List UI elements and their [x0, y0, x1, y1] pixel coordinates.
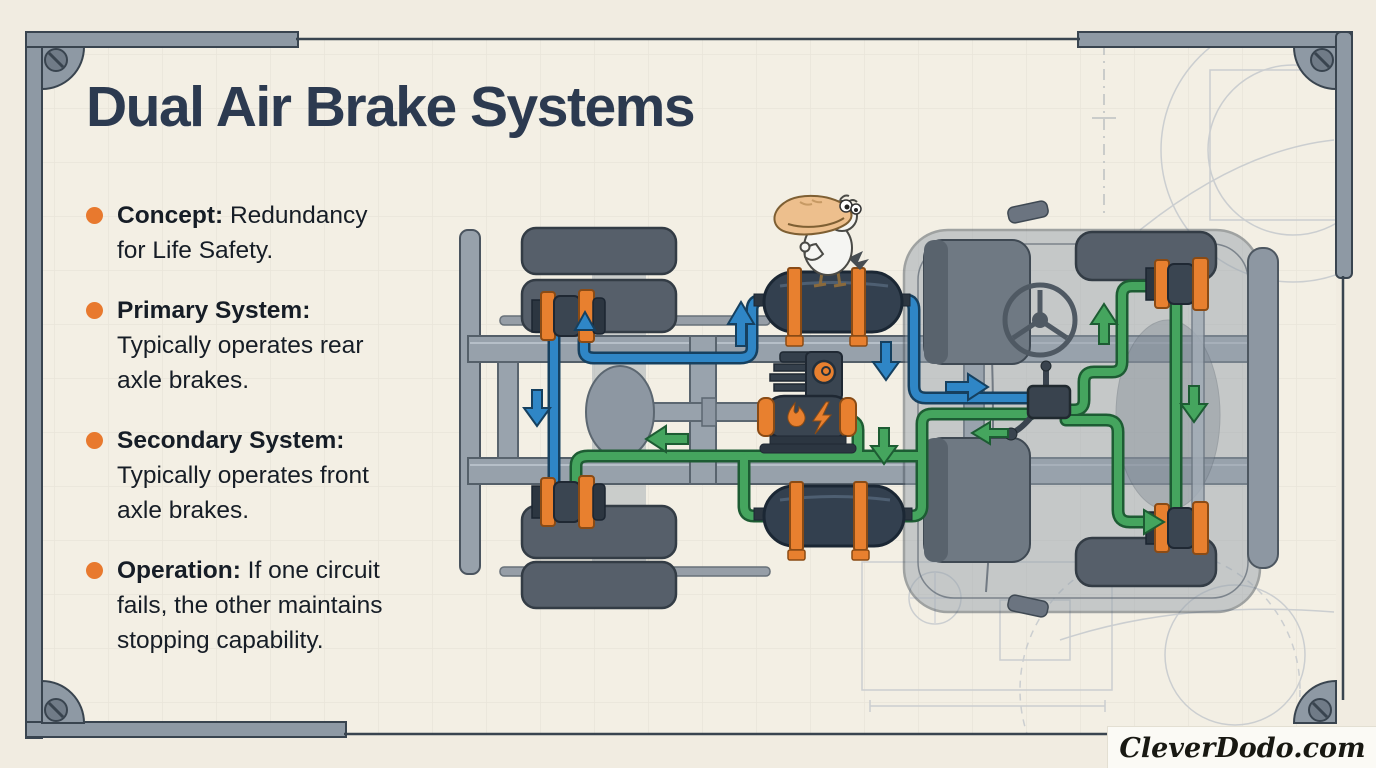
tank-strap	[787, 267, 802, 337]
key-points-list: Concept: Redundancy for Life Safety. Pri…	[86, 198, 388, 683]
secondary-flow-arrows	[644, 302, 1209, 536]
frame-bar-bottom-left	[25, 721, 347, 738]
rear-dual-wheels	[520, 226, 678, 610]
compressor-body	[762, 394, 854, 440]
bullet-label: Primary System:	[117, 297, 311, 324]
front-bumper	[1247, 247, 1279, 569]
secondary-air-tank	[753, 481, 913, 561]
steering-wheel	[1002, 282, 1078, 358]
bullet-text: Typically operates front axle brakes.	[117, 462, 369, 524]
bullet-label: Concept:	[117, 202, 224, 229]
bullet-label: Operation:	[117, 557, 241, 584]
compressor-head-fins	[769, 351, 835, 392]
tank-strap	[851, 267, 866, 337]
rear-brake-chamber-top	[531, 289, 606, 343]
mirror-bottom	[1007, 594, 1049, 618]
foot-valve	[1004, 360, 1072, 441]
lightning-icon	[812, 401, 833, 435]
mirror-top	[1007, 200, 1049, 224]
list-item: Concept: Redundancy for Life Safety.	[86, 198, 388, 268]
list-item: Operation: If one circuit fails, the oth…	[86, 553, 388, 658]
rear-brake-chamber-bottom	[531, 475, 606, 529]
differential	[585, 365, 655, 459]
bullet-text: If one circuit fails, the other maintain…	[117, 557, 383, 654]
frame-bar-top-left	[25, 31, 299, 48]
corner-screws	[44, 48, 1334, 722]
fire-icon	[787, 401, 806, 427]
site-name: CleverDodo.com	[1119, 732, 1366, 764]
gauge-icon	[811, 359, 837, 385]
u-joint	[701, 397, 717, 427]
bullet-label: Secondary System:	[117, 427, 345, 454]
air-compressor	[757, 351, 857, 454]
primary-air-tank	[753, 267, 911, 347]
frame-bar-left	[25, 31, 43, 739]
tank-strap	[853, 481, 868, 551]
front-brake-chamber-top	[1145, 257, 1209, 311]
bullet-dot	[86, 207, 103, 224]
bullet-dot	[86, 562, 103, 579]
primary-flow-arrows	[522, 300, 990, 428]
bullet-text: Redundancy for Life Safety.	[117, 202, 368, 264]
dodo-mascot	[773, 194, 869, 288]
cross-member	[497, 361, 519, 459]
secondary-circuit-lines	[569, 279, 1183, 529]
rear-bumper	[459, 229, 481, 575]
tank-strap	[789, 481, 804, 551]
site-watermark: CleverDodo.com	[1107, 726, 1376, 768]
bullet-dot	[86, 432, 103, 449]
bullet-text: Typically operates rear axle brakes.	[117, 332, 364, 394]
frame-bar-right	[1335, 31, 1353, 279]
frame-bar-top-right	[1077, 31, 1353, 48]
list-item: Primary System: Typically operates rear …	[86, 293, 388, 398]
page-title: Dual Air Brake Systems	[86, 75, 696, 139]
list-item: Secondary System: Typically operates fro…	[86, 423, 388, 528]
flow-arrows	[522, 300, 1209, 536]
bullet-dot	[86, 302, 103, 319]
seats	[923, 239, 1031, 563]
